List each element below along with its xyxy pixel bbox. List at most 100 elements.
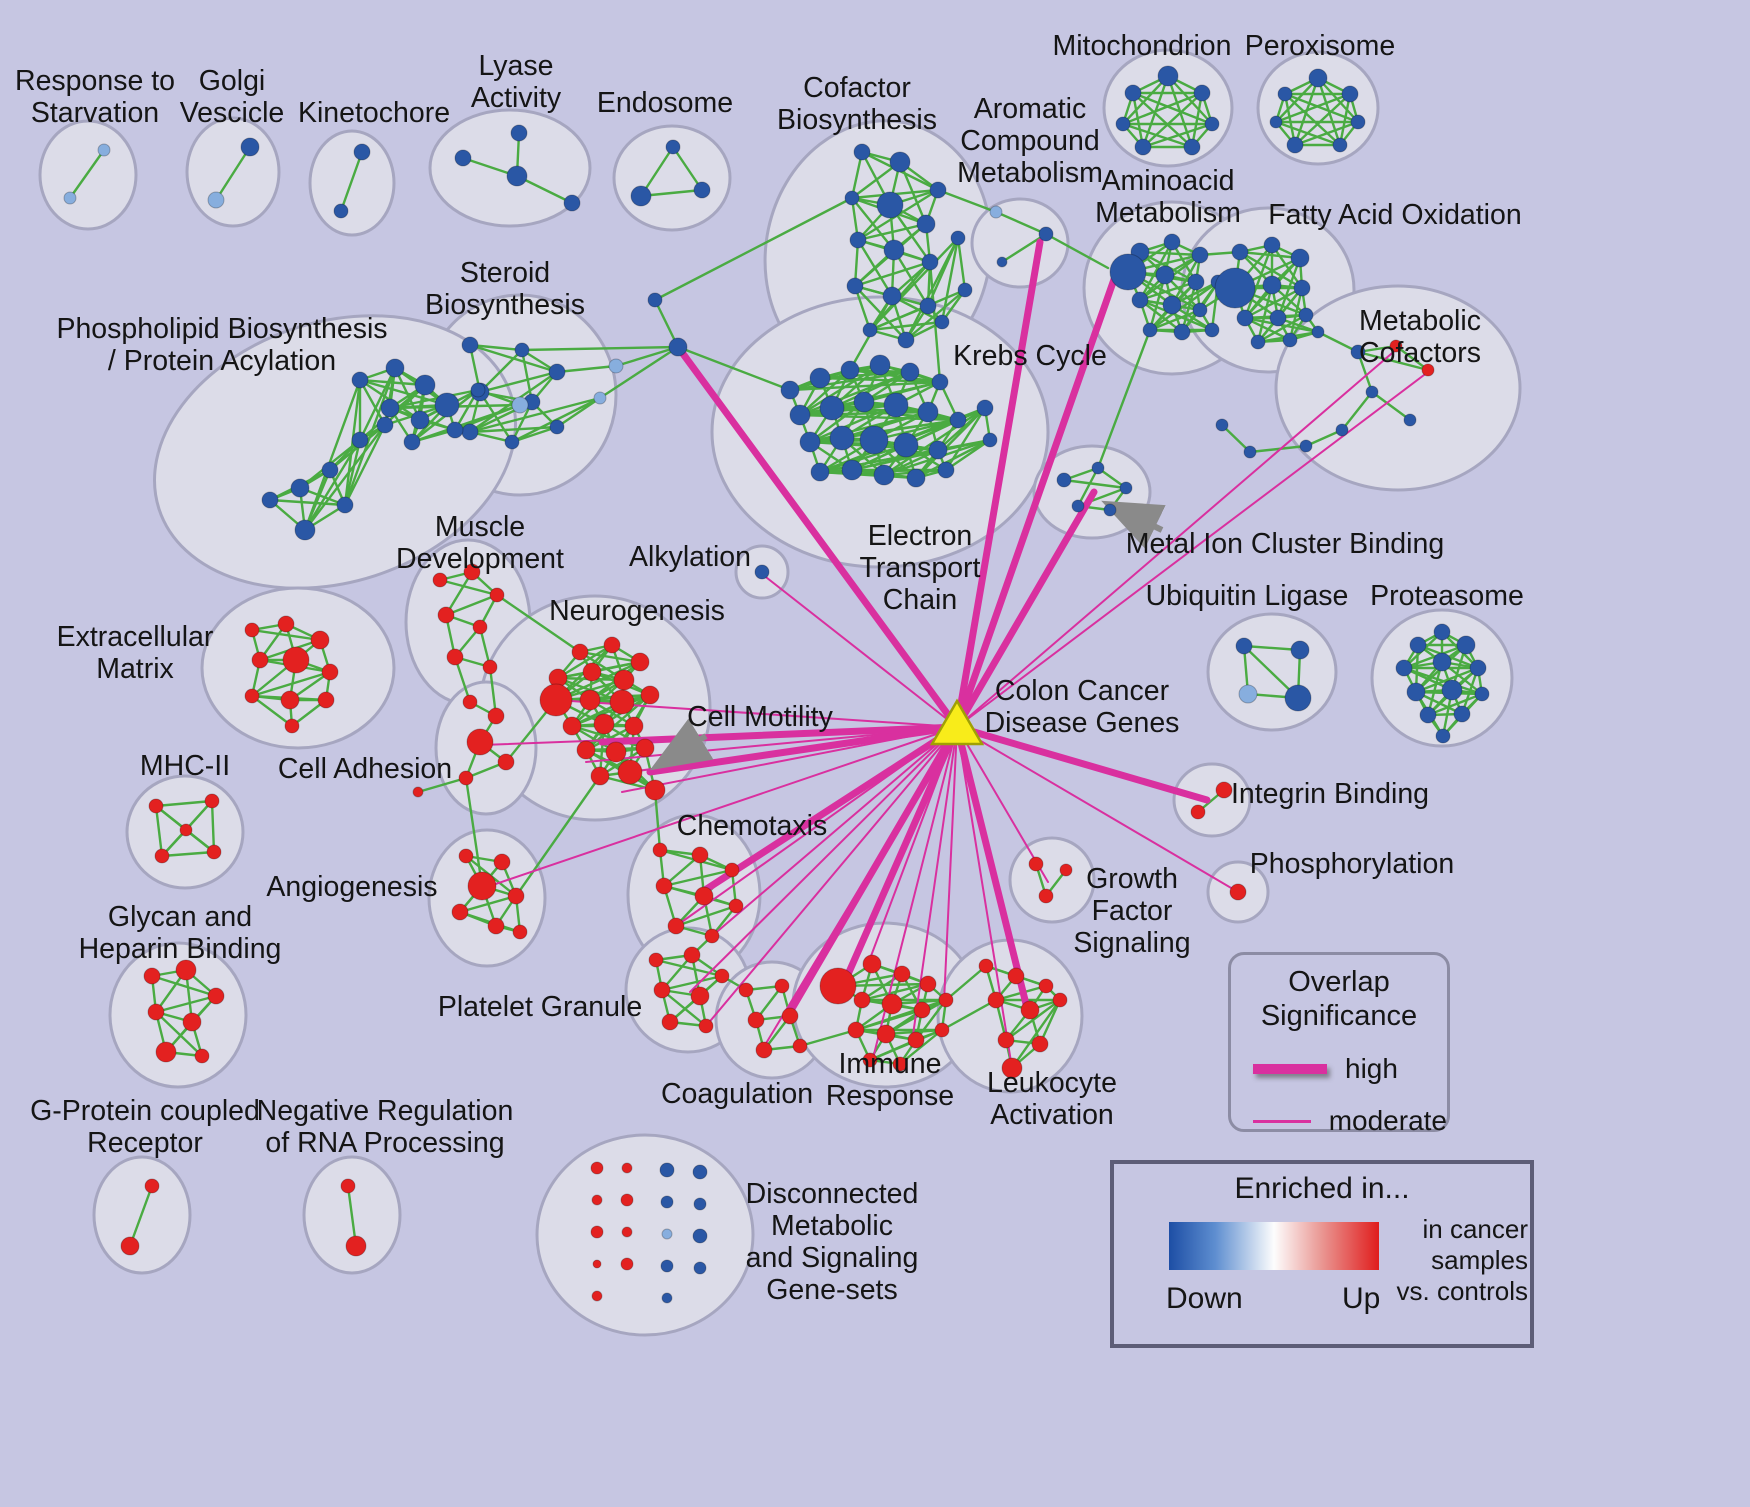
gene-set-node[interactable] [63, 191, 77, 205]
gene-set-node[interactable] [1284, 684, 1312, 712]
gene-set-node[interactable] [1214, 267, 1256, 309]
gene-set-node[interactable] [620, 1193, 634, 1207]
gene-set-node[interactable] [853, 143, 871, 161]
gene-set-node[interactable] [97, 143, 111, 157]
gene-set-node[interactable] [691, 846, 709, 864]
gene-set-node[interactable] [336, 496, 354, 514]
gene-set-node[interactable] [1236, 309, 1254, 327]
gene-set-node[interactable] [240, 137, 260, 157]
gene-set-node[interactable] [934, 314, 950, 330]
gene-set-node[interactable] [949, 411, 967, 429]
gene-set-node[interactable] [579, 689, 601, 711]
gene-set-node[interactable] [1433, 623, 1451, 641]
gene-set-node[interactable] [1204, 116, 1220, 132]
gene-set-node[interactable] [1269, 115, 1283, 129]
gene-set-node[interactable] [539, 683, 573, 717]
gene-set-node[interactable] [506, 165, 528, 187]
gene-set-node[interactable] [640, 685, 660, 705]
gene-set-node[interactable] [244, 622, 260, 638]
gene-set-node[interactable] [497, 753, 515, 771]
gene-set-node[interactable] [648, 952, 664, 968]
gene-set-node[interactable] [819, 967, 857, 1005]
gene-set-node[interactable] [862, 322, 878, 338]
gene-set-node[interactable] [917, 401, 939, 423]
gene-set-node[interactable] [1157, 65, 1179, 87]
gene-set-node[interactable] [1155, 265, 1175, 285]
gene-set-node[interactable] [1350, 344, 1366, 360]
gene-set-node[interactable] [919, 297, 937, 315]
gene-set-node[interactable] [609, 689, 635, 715]
gene-set-node[interactable] [660, 1259, 674, 1273]
gene-set-node[interactable] [1453, 705, 1471, 723]
gene-set-node[interactable] [1269, 309, 1287, 327]
gene-set-node[interactable] [463, 563, 481, 581]
gene-set-node[interactable] [432, 572, 448, 588]
gene-set-node[interactable] [647, 292, 663, 308]
gene-set-node[interactable] [1231, 243, 1249, 261]
gene-set-node[interactable] [1335, 423, 1349, 437]
gene-set-node[interactable] [1435, 728, 1451, 744]
gene-set-node[interactable] [514, 342, 530, 358]
gene-set-node[interactable] [1290, 640, 1310, 660]
gene-set-node[interactable] [563, 194, 581, 212]
gene-set-node[interactable] [154, 848, 170, 864]
gene-set-node[interactable] [728, 898, 744, 914]
gene-set-node[interactable] [692, 1164, 708, 1180]
gene-set-node[interactable] [1421, 363, 1435, 377]
gene-set-node[interactable] [1308, 68, 1328, 88]
gene-set-node[interactable] [282, 646, 310, 674]
gene-set-node[interactable] [590, 1225, 604, 1239]
gene-set-node[interactable] [950, 230, 966, 246]
gene-set-node[interactable] [976, 399, 994, 417]
gene-set-node[interactable] [461, 336, 479, 354]
gene-set-node[interactable] [1332, 137, 1348, 153]
gene-set-node[interactable] [1001, 1057, 1023, 1079]
gene-set-node[interactable] [1071, 499, 1085, 513]
gene-set-node[interactable] [862, 1052, 878, 1068]
gene-set-node[interactable] [846, 277, 864, 295]
gene-set-node[interactable] [467, 871, 497, 901]
gene-set-node[interactable] [410, 410, 430, 430]
gene-set-node[interactable] [1162, 295, 1182, 315]
gene-set-node[interactable] [1409, 636, 1427, 654]
gene-set-node[interactable] [919, 975, 937, 993]
gene-set-node[interactable] [1192, 302, 1208, 318]
gene-set-node[interactable] [1350, 114, 1366, 130]
gene-set-node[interactable] [1341, 85, 1359, 103]
gene-set-node[interactable] [876, 191, 904, 219]
gene-set-node[interactable] [906, 468, 926, 488]
gene-set-node[interactable] [1298, 307, 1314, 323]
gene-set-node[interactable] [182, 1012, 202, 1032]
gene-set-node[interactable] [461, 423, 479, 441]
gene-set-node[interactable] [385, 358, 405, 378]
gene-set-node[interactable] [1007, 967, 1025, 985]
gene-set-node[interactable] [510, 124, 528, 142]
gene-set-node[interactable] [380, 398, 400, 418]
gene-set-node[interactable] [913, 1001, 931, 1019]
gene-set-node[interactable] [1282, 332, 1298, 348]
gene-set-node[interactable] [747, 1011, 765, 1029]
gene-set-node[interactable] [1056, 472, 1072, 488]
gene-set-node[interactable] [590, 766, 610, 786]
gene-set-node[interactable] [591, 1194, 603, 1206]
gene-set-node[interactable] [661, 1013, 679, 1031]
gene-set-node[interactable] [1103, 503, 1117, 517]
gene-set-node[interactable] [1238, 684, 1258, 704]
gene-set-node[interactable] [789, 404, 811, 426]
gene-set-node[interactable] [1124, 84, 1142, 102]
gene-set-node[interactable] [873, 464, 895, 486]
gene-set-node[interactable] [668, 337, 688, 357]
gene-set-node[interactable] [1173, 323, 1191, 341]
gene-set-node[interactable] [644, 779, 666, 801]
gene-set-node[interactable] [897, 331, 915, 349]
gene-set-node[interactable] [593, 391, 607, 405]
gene-set-node[interactable] [893, 432, 919, 458]
gene-set-node[interactable] [175, 959, 197, 981]
gene-set-node[interactable] [351, 371, 369, 389]
gene-set-node[interactable] [809, 367, 831, 389]
gene-set-node[interactable] [351, 431, 369, 449]
gene-set-node[interactable] [194, 1048, 210, 1064]
gene-set-node[interactable] [434, 392, 460, 418]
gene-set-node[interactable] [1299, 439, 1313, 453]
gene-set-node[interactable] [608, 358, 624, 374]
